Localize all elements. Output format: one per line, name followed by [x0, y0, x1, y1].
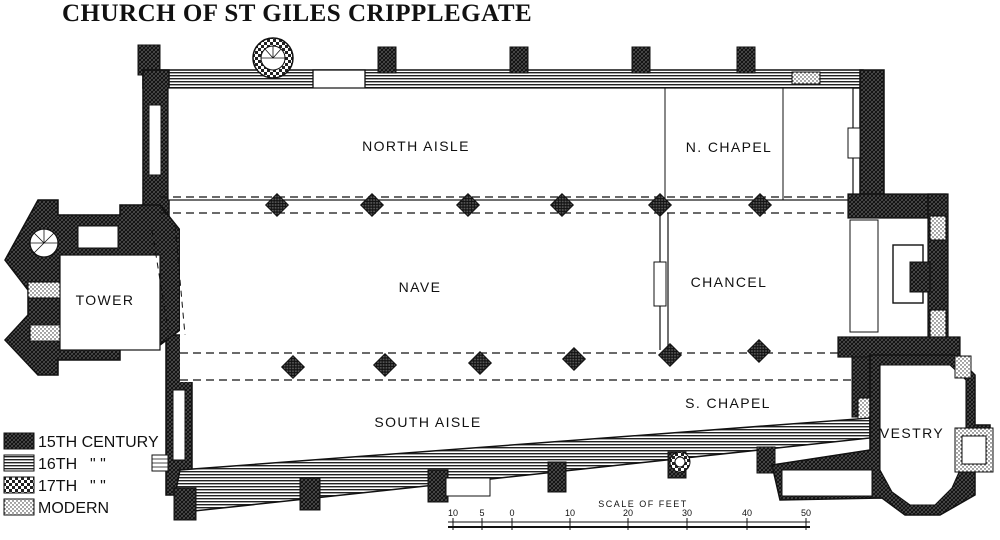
south-wall [151, 417, 871, 521]
tower [3, 199, 181, 376]
legend: 15TH CENTURY 16TH 17TH MODERN " " " " [3, 432, 159, 517]
west-wall [142, 69, 193, 496]
scale-tick-label: 0 [509, 508, 514, 518]
legend-swatch-17th [3, 476, 35, 494]
legend-label-16th: 16TH [38, 456, 77, 473]
scale-tick-label: 10 [565, 508, 575, 518]
legend-swatch-15th [3, 432, 35, 450]
scale-tick-label: 50 [801, 508, 811, 518]
legend-label-15th: 15TH CENTURY [38, 434, 159, 451]
label-vestry: VESTRY [880, 425, 944, 441]
page-title: CHURCH OF ST GILES CRIPPLEGATE [62, 0, 533, 27]
label-s-chapel: S. CHAPEL [685, 395, 771, 411]
ditto-mark: " " [90, 456, 106, 473]
label-tower: TOWER [76, 292, 135, 308]
label-north-aisle: NORTH AISLE [362, 138, 470, 154]
label-south-aisle: SOUTH AISLE [374, 414, 481, 430]
legend-swatch-16th [3, 454, 35, 472]
label-nave: NAVE [399, 279, 442, 295]
north-arcade-piers [264, 192, 773, 218]
ditto-mark: " " [90, 478, 106, 495]
label-n-chapel: N. CHAPEL [686, 139, 773, 155]
chancel-screen [653, 213, 669, 350]
scale-tick-label: 30 [682, 508, 692, 518]
legend-swatch-modern [3, 498, 35, 516]
legend-label-modern: MODERN [38, 500, 109, 517]
vestry [771, 354, 994, 516]
legend-label-17th: 17TH [38, 478, 77, 495]
scale-tick-label: 40 [742, 508, 752, 518]
scale-tick-label: 10 [448, 508, 458, 518]
scale-title: SCALE OF FEET [598, 499, 688, 509]
main-body [151, 87, 855, 382]
label-chancel: CHANCEL [691, 274, 768, 290]
scale-tick-label: 20 [623, 508, 633, 518]
east-wall [837, 69, 961, 421]
scale-tick-label: 5 [479, 508, 484, 518]
south-arcade-piers [280, 338, 772, 380]
